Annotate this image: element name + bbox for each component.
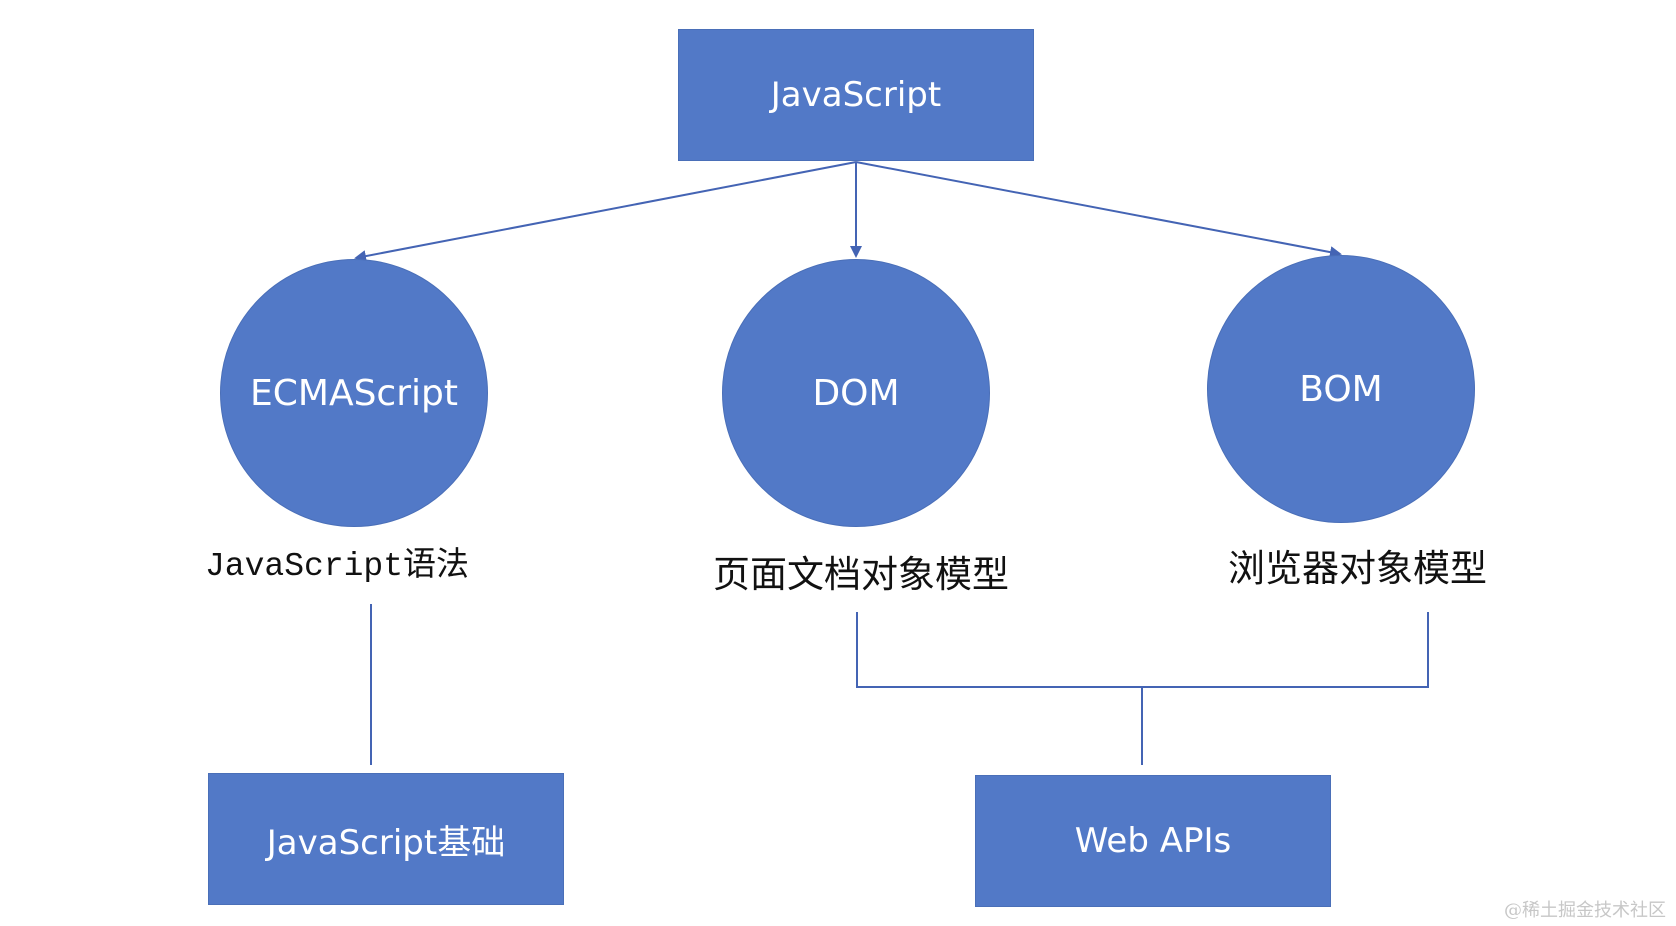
dom-label: DOM (812, 372, 900, 414)
dom-caption: 页面文档对象模型 (713, 544, 1009, 598)
javascript-basics-label: JavaScript基础 (266, 822, 506, 863)
javascript-root-node: JavaScript (678, 29, 1034, 161)
bom-caption: 浏览器对象模型 (1228, 538, 1487, 592)
watermark-text: @稀土掘金技术社区 (1504, 900, 1666, 921)
dom-caption-text: 页面文档对象模型 (713, 553, 1009, 596)
ecmascript-label: ECMAScript (250, 372, 458, 414)
connector-dom-bom-bracket (856, 612, 1429, 688)
web-apis-label: Web APIs (1074, 821, 1232, 861)
dom-node: DOM (722, 259, 990, 527)
arrow-root-to-bom (855, 161, 1342, 259)
watermark: @稀土掘金技术社区 (1504, 896, 1666, 922)
ecmascript-caption: JavaScript语法 (205, 537, 469, 585)
bom-label: BOM (1299, 368, 1383, 410)
javascript-root-label: JavaScript (770, 75, 942, 115)
javascript-basics-node: JavaScript基础 (208, 773, 564, 905)
bom-caption-text: 浏览器对象模型 (1228, 547, 1487, 590)
web-apis-node: Web APIs (975, 775, 1331, 907)
ecmascript-caption-text: JavaScript语法 (205, 548, 470, 585)
arrow-root-to-ecmascript (354, 161, 857, 263)
bom-node: BOM (1207, 255, 1475, 523)
ecmascript-node: ECMAScript (220, 259, 488, 527)
